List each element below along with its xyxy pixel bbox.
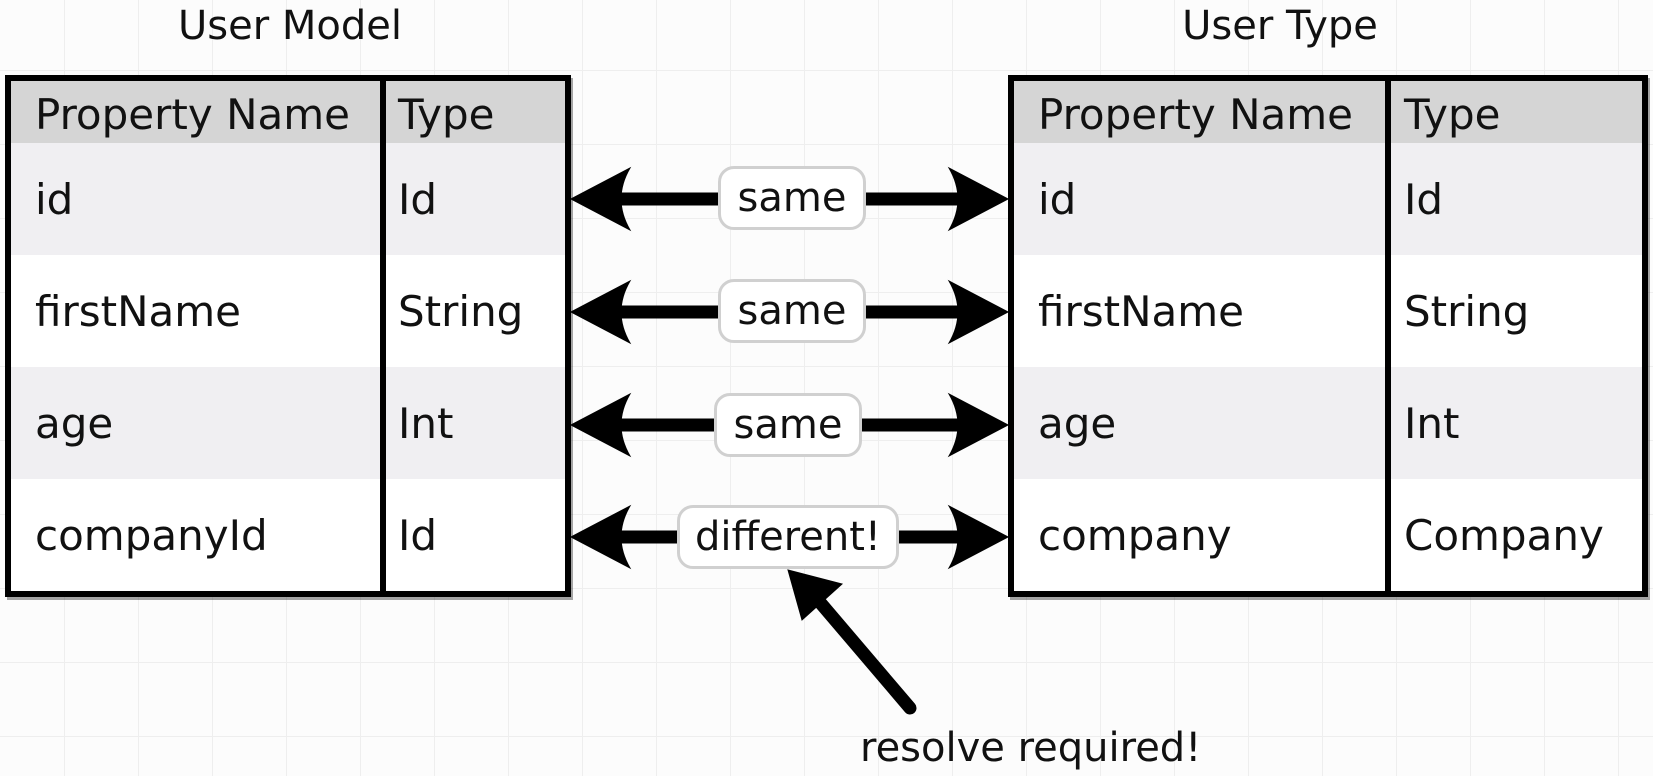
property-name-cell: company [1038,510,1232,560]
property-name-cell: firstName [1038,286,1244,336]
table-row: firstName String [11,255,565,367]
type-header: Type [1404,89,1501,139]
type-cell: Int [398,398,454,448]
table-row: company Company [1014,479,1642,591]
user-model-title: User Model [178,3,402,49]
table-row: age Int [1014,367,1642,479]
pointer-arrow [787,569,917,715]
type-cell: Company [1404,510,1604,560]
property-name-cell: age [1038,398,1117,448]
table-header-row: Property Name Type [1014,81,1642,143]
type-cell: String [1404,286,1530,336]
type-cell: Id [398,510,438,560]
type-cell: Id [1404,174,1444,224]
table-row: age Int [11,367,565,479]
property-name-cell: age [35,398,114,448]
table-row: id Id [11,143,565,255]
user-type-table: Property Name Type id Id firstName Strin… [1008,75,1648,597]
column-divider [1385,81,1391,591]
property-name-cell: id [35,174,74,224]
comparison-label-same: same [718,166,866,230]
comparison-label-different: different! [677,505,899,569]
user-model-table: Property Name Type id Id firstName Strin… [5,75,571,597]
property-name-cell: companyId [35,510,268,560]
property-name-header: Property Name [1038,89,1353,139]
table-row: id Id [1014,143,1642,255]
property-name-header: Property Name [35,89,350,139]
user-type-title: User Type [1182,3,1378,49]
table-header-row: Property Name Type [11,81,565,143]
column-divider [380,81,386,591]
property-name-cell: firstName [35,286,241,336]
property-name-cell: id [1038,174,1077,224]
type-cell: Id [398,174,438,224]
table-row: firstName String [1014,255,1642,367]
table-row: companyId Id [11,479,565,591]
comparison-label-same: same [714,393,862,457]
type-cell: String [398,286,524,336]
type-header: Type [398,89,495,139]
type-cell: Int [1404,398,1460,448]
comparison-label-same: same [718,279,866,343]
resolve-annotation: resolve required! [860,725,1202,771]
